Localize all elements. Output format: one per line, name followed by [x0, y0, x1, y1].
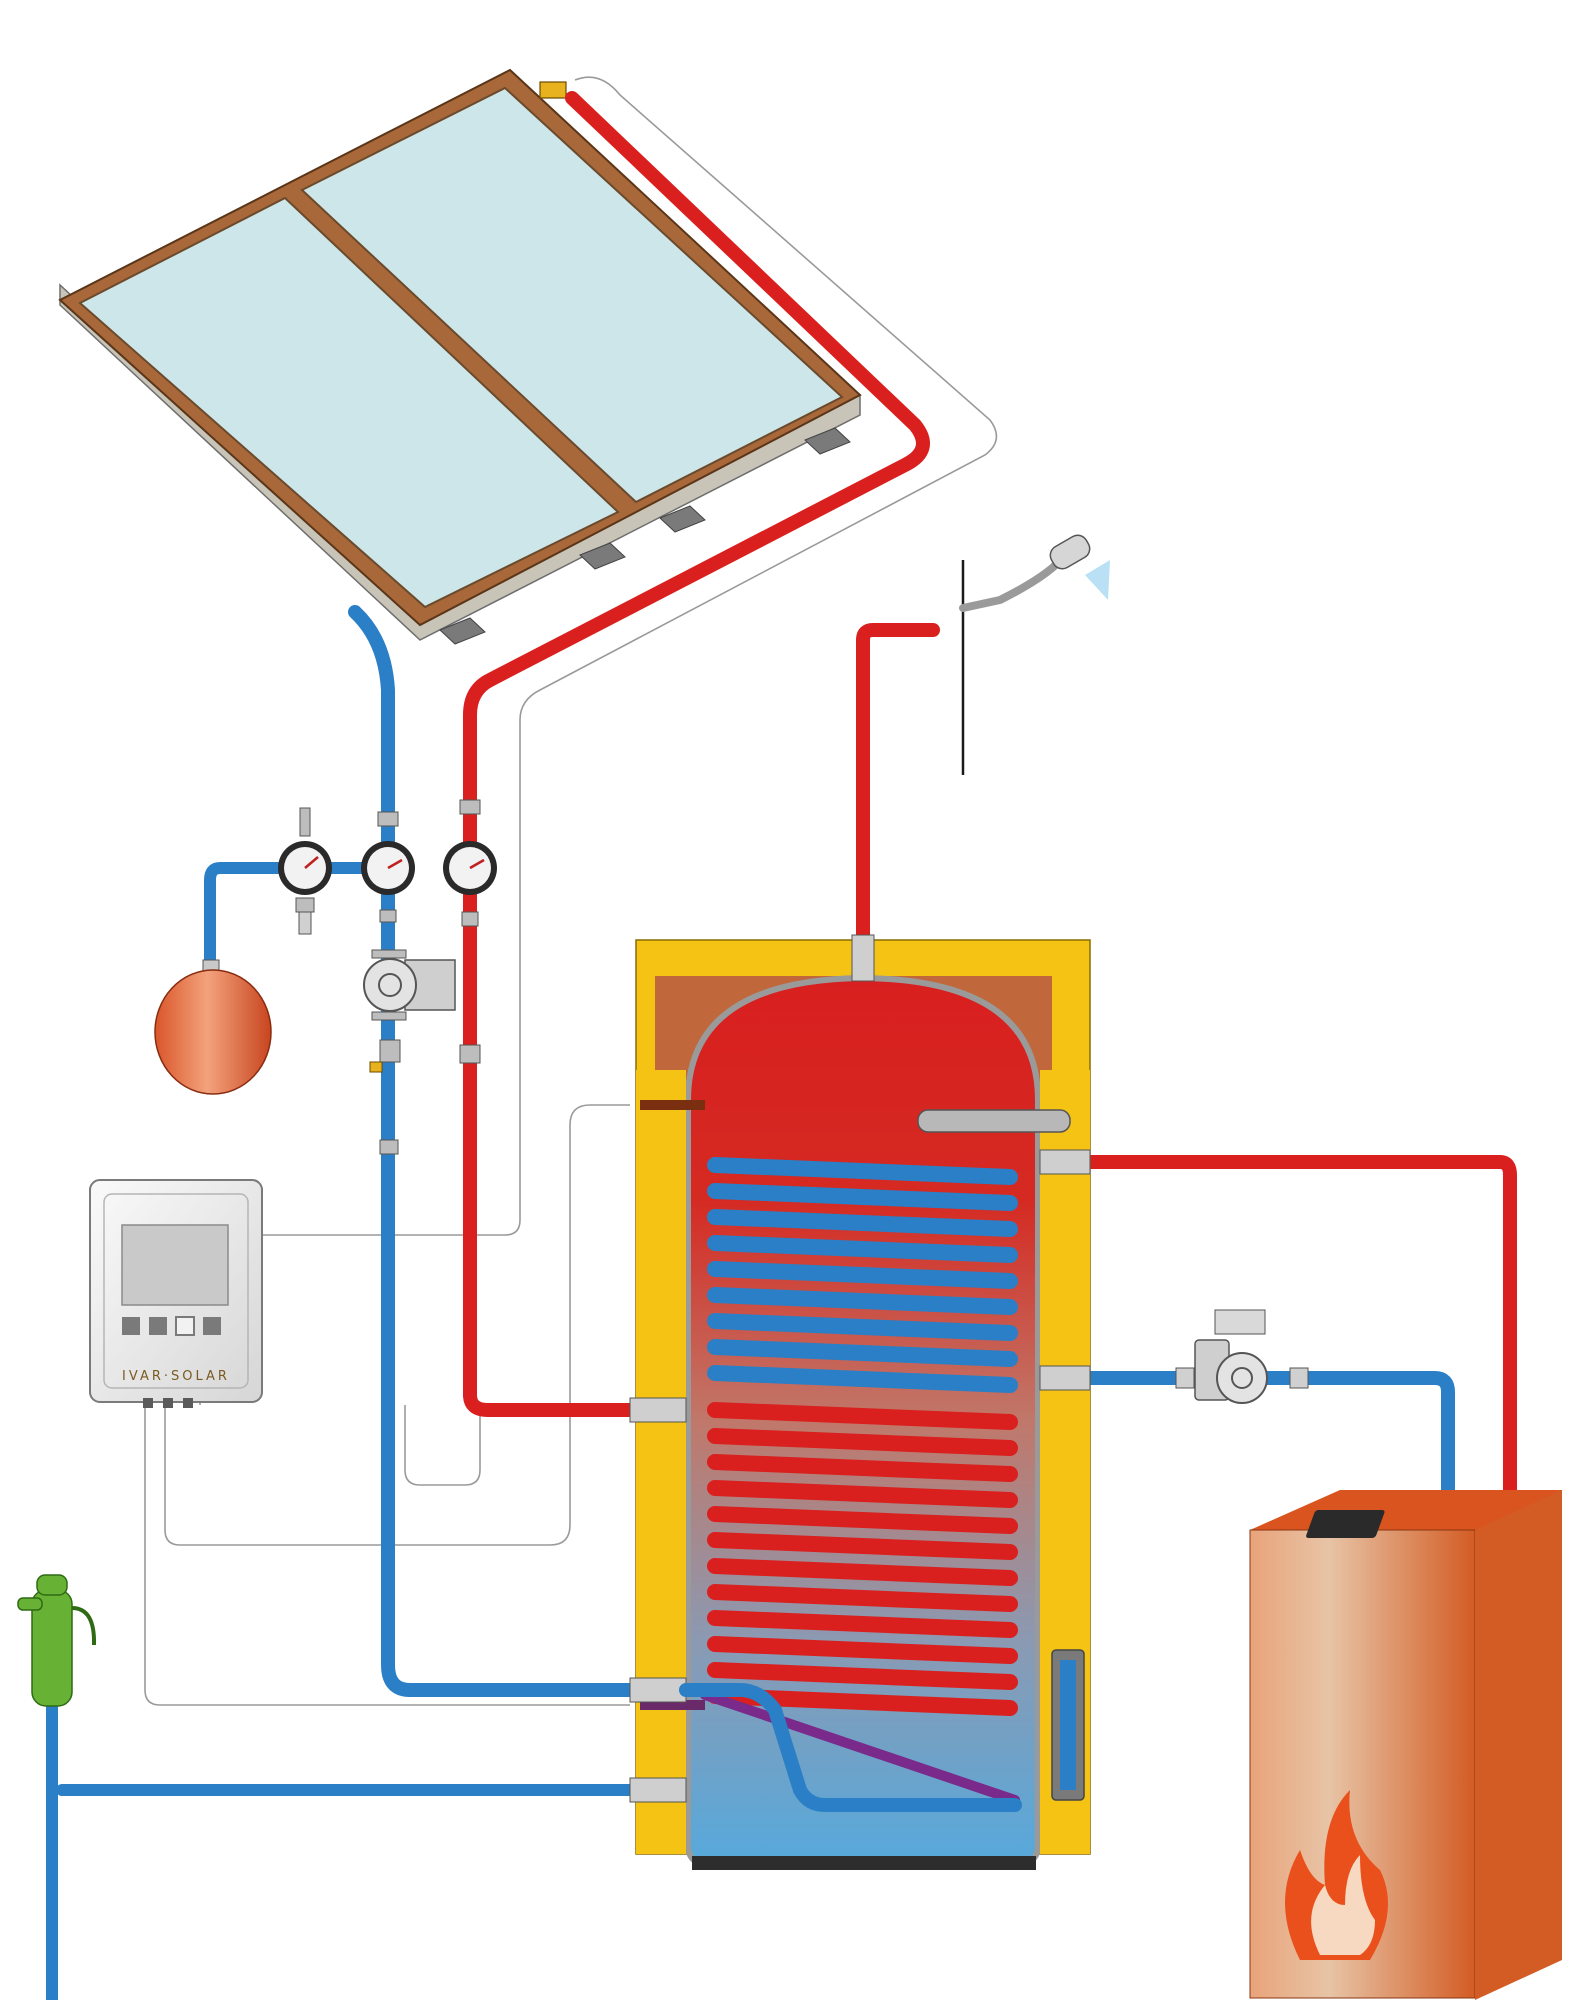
lower-coil-turn: [707, 1636, 1018, 1664]
upper-coil-turn: [707, 1183, 1018, 1211]
lower-coil-turn: [707, 1584, 1018, 1612]
circulation-pump-icon: [363, 949, 456, 1021]
lower-coil-turn: [707, 1402, 1018, 1430]
upper-coil-turn: [707, 1287, 1018, 1315]
lower-coil-turn: [707, 1428, 1018, 1456]
flame-icon: [1285, 1790, 1388, 1960]
upper-coil-turn: [707, 1339, 1018, 1367]
boiler-display: [1306, 1510, 1385, 1538]
hot-water-outlet-pipe: [856, 623, 940, 947]
upper-heat-exchanger-coil: [707, 1157, 1018, 1393]
controller-button-2[interactable]: [149, 1317, 167, 1335]
pressure-gauge-icon: [361, 811, 415, 923]
lower-coil-turn: [707, 1662, 1018, 1690]
cold-inlet-diffuser: [700, 1690, 1020, 1805]
lower-coil-turn: [707, 1506, 1018, 1534]
controller-brand-label: IVAR·SOLAR: [122, 1369, 230, 1384]
heater-rod: [917, 1109, 1071, 1133]
lower-coil-turn: [707, 1610, 1018, 1638]
expansion-branch-pipe: [204, 862, 394, 966]
solar-return-pipe: [348, 605, 667, 1697]
pump-station: [278, 799, 497, 1155]
lower-coil-turn: [707, 1532, 1018, 1560]
hand-pump: [17, 1574, 97, 1707]
upper-coil-turn: [707, 1235, 1018, 1263]
controller-display: [121, 1224, 229, 1306]
temperature-gauge-icon: [443, 799, 497, 927]
upper-coil-turn: [707, 1313, 1018, 1341]
controller-button-1[interactable]: [122, 1317, 140, 1335]
boiler-return-pipe: [1083, 1371, 1455, 1527]
expansion-vessel: [154, 959, 272, 1095]
upper-coil-turn: [707, 1365, 1018, 1393]
solar-flow-pipe: [463, 91, 930, 1417]
shower-head-icon: [959, 534, 1110, 775]
boiler-flow-pipe: [1083, 1155, 1517, 1527]
lower-coil-turn: [707, 1558, 1018, 1586]
upper-coil-turn: [707, 1157, 1018, 1185]
boiler: [1249, 1490, 1562, 2000]
solar-controller: IVAR·SOLAR: [89, 1179, 263, 1408]
lower-coil-turn: [707, 1480, 1018, 1508]
pipes: [46, 91, 1517, 2000]
upper-coil-turn: [707, 1209, 1018, 1237]
storage-tank: [629, 934, 1091, 1870]
controller-button-4[interactable]: [203, 1317, 221, 1335]
upper-coil-turn: [707, 1261, 1018, 1289]
pressure-gauge-icon: [278, 807, 332, 935]
lower-coil-turn: [707, 1454, 1018, 1482]
controller-button-3[interactable]: [175, 1316, 195, 1336]
circulation-pump-icon: [1175, 1309, 1309, 1404]
solar-panel-icon: [58, 68, 862, 645]
